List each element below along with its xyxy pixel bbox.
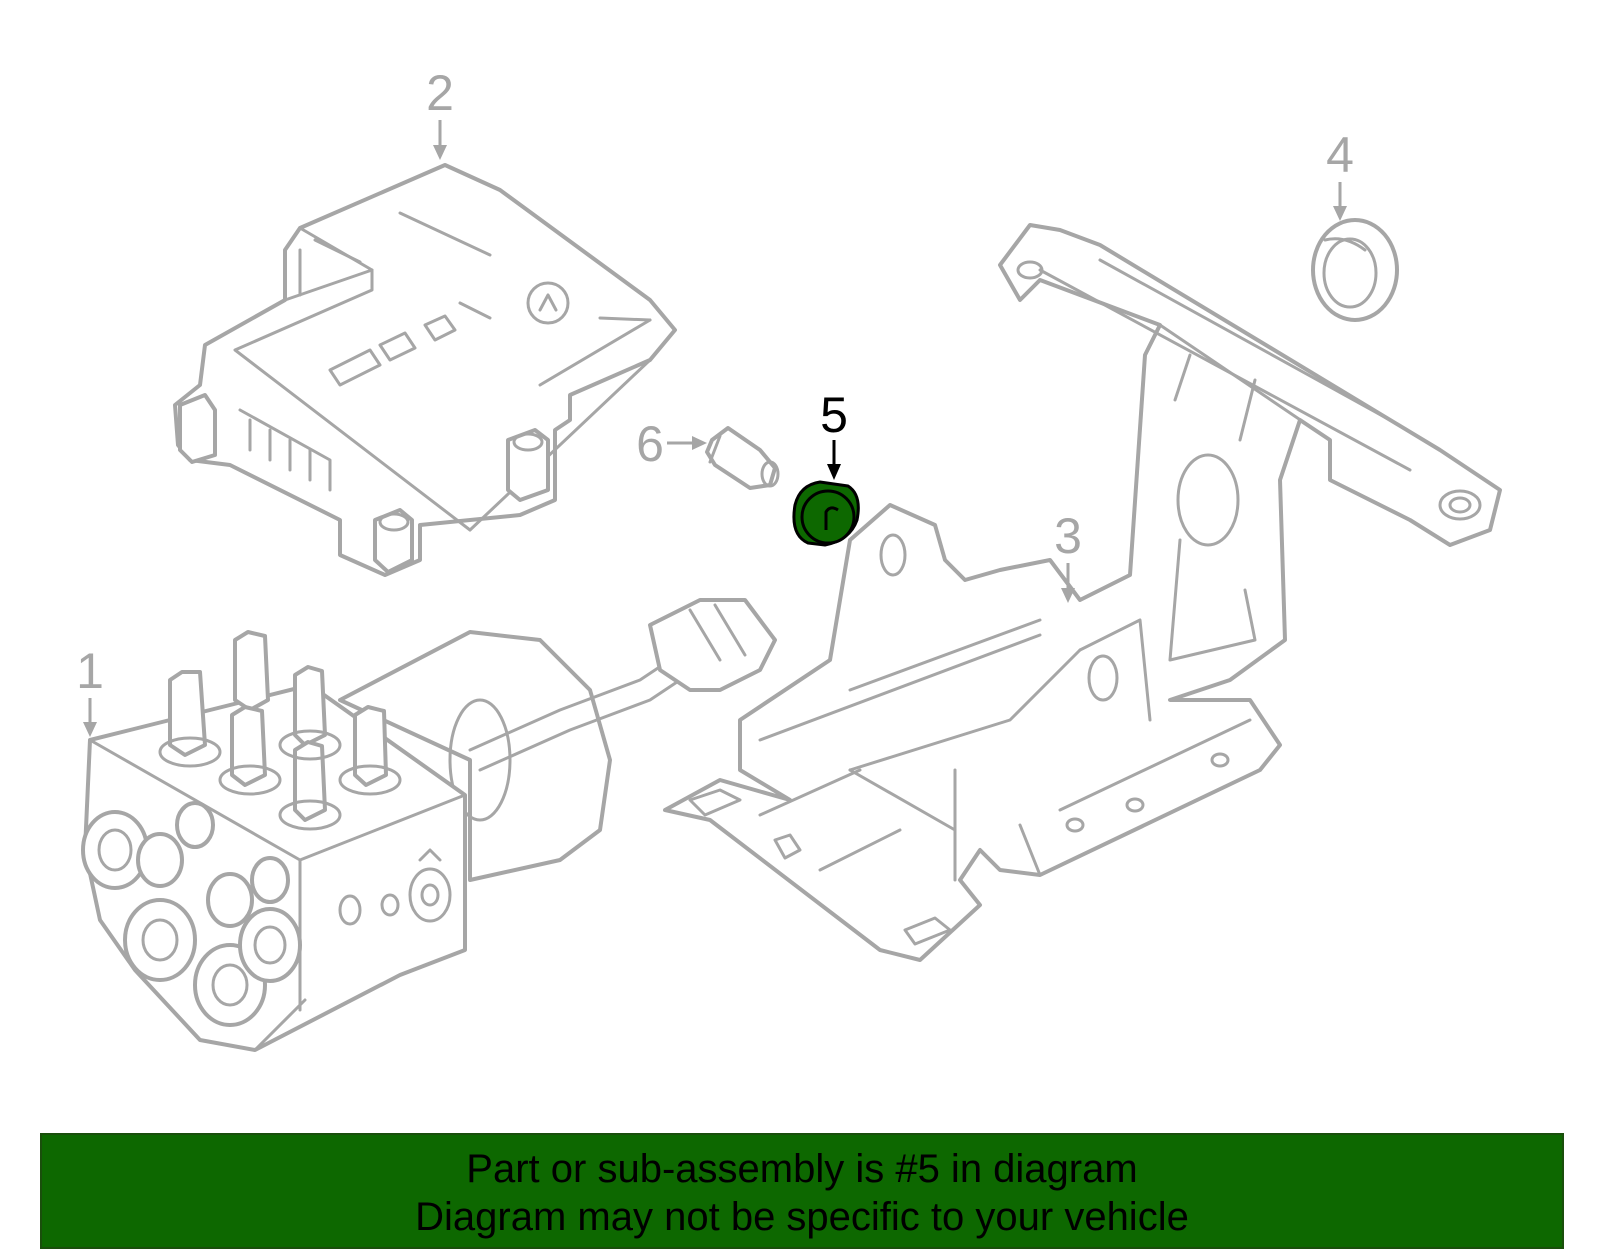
callout-4: 4 (1326, 127, 1354, 221)
banner-line-disclaimer: Diagram may not be specific to your vehi… (415, 1195, 1189, 1239)
info-banner: Part or sub-assembly is #5 in diagram Di… (40, 1133, 1564, 1249)
callout-6-number: 6 (636, 416, 664, 472)
callout-1: 1 (76, 643, 104, 737)
callout-1-number: 1 (76, 643, 104, 699)
banner-line-part: Part or sub-assembly is #5 in diagram (466, 1147, 1138, 1191)
callout-3-number: 3 (1054, 508, 1082, 564)
part-2-control-module (173, 163, 677, 577)
callout-2-number: 2 (426, 65, 454, 121)
callout-5: 5 (820, 387, 848, 480)
part-5-grommet-highlighted (792, 480, 860, 547)
part-3-bracket (663, 223, 1502, 962)
callout-5-number: 5 (820, 387, 848, 443)
part-6-sleeve (705, 426, 780, 490)
callout-3: 3 (1054, 508, 1082, 603)
callout-2: 2 (426, 65, 454, 160)
part-1-hydraulic-unit (81, 598, 777, 1052)
part-4-ring (1311, 218, 1399, 322)
callout-4-number: 4 (1326, 127, 1354, 183)
callout-6: 6 (636, 416, 707, 472)
